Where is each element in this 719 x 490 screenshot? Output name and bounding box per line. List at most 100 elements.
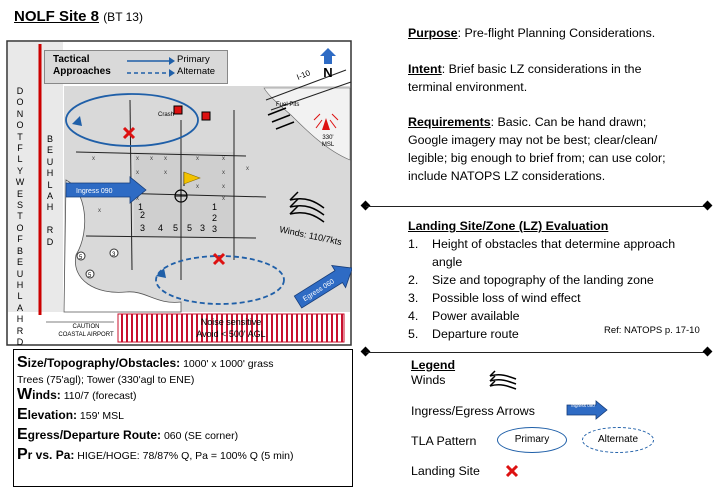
- spot-number: 3: [112, 252, 116, 258]
- landing-site-icon: [212, 252, 226, 266]
- north-arrow-icon: [320, 48, 336, 64]
- tactical-label-line1: Tactical: [53, 54, 90, 65]
- caution-box: [60, 322, 122, 340]
- list-item-text: Power available: [432, 309, 520, 323]
- lz-map: I-10 Fuel Pits Crash 1 2 3 4 5 5 3 1 2 3…: [6, 40, 352, 346]
- egress-line: Egress/Departure Route: 060 (SE corner): [17, 427, 239, 443]
- spot-number: 5: [79, 255, 83, 261]
- tower-icon: [322, 118, 330, 130]
- spot-number: 5: [88, 273, 92, 279]
- svg-text:x: x: [98, 208, 101, 214]
- no-fly-letter: D: [16, 86, 24, 96]
- egress-label-text: gress/Departure Route:: [27, 428, 162, 442]
- landing-site-icon: [122, 126, 136, 140]
- fuel-pit-1: [267, 107, 287, 116]
- legend-winds-label: Winds: [411, 373, 446, 387]
- fuel-pit-3: [275, 121, 295, 130]
- list-item-number: 5.: [408, 327, 419, 341]
- legend-landing-label: Landing Site: [411, 464, 480, 478]
- fuel-pits-label: Fuel Pits: [276, 102, 299, 108]
- svg-text:x: x: [196, 184, 199, 190]
- elevation-cap: E: [17, 406, 28, 423]
- crash-building-2: [201, 111, 211, 121]
- spot-marker: [76, 251, 86, 261]
- i10-road-2: [270, 81, 352, 111]
- list-item-number: 2.: [408, 273, 419, 287]
- approach-legend-labels: Primary Alternate: [177, 54, 215, 78]
- fuel-pit-2: [271, 114, 291, 123]
- purpose-text: : Pre-flight Planning Considerations.: [457, 26, 656, 40]
- elevation-label: levation:: [27, 408, 78, 422]
- pad-number: 1: [212, 202, 217, 212]
- svg-text:x: x: [222, 170, 225, 176]
- legend-title-text: Legend: [411, 358, 456, 372]
- list-item: 4. Power available: [408, 307, 698, 325]
- site-subtitle: (BT 13): [103, 10, 143, 24]
- wind-flag-icon: [183, 171, 201, 185]
- pattern-arrowhead: [72, 116, 82, 126]
- tactical-approaches-box: Tactical Approaches Primary Alternate: [44, 50, 228, 84]
- tactical-label-line2: Approaches: [53, 66, 111, 77]
- ingress-arrow-legend-label: Ingress 090: [571, 403, 595, 408]
- terrain-ne: [263, 87, 351, 161]
- spot-marker: [85, 269, 95, 279]
- purpose-block: Purpose: Pre-flight Planning Considerati…: [408, 24, 708, 42]
- road-3: [85, 235, 257, 239]
- ingress-arrow-legend-icon: [566, 400, 608, 420]
- svg-text:x: x: [92, 156, 95, 162]
- sweep-info-box: Size/Topography/Obstacles: 1000' x 1000'…: [13, 349, 353, 487]
- pad-number: 4: [158, 223, 163, 233]
- caution-line1: CAUTION: [73, 324, 100, 330]
- legend-arrows-label: Ingress/Egress Arrows: [411, 404, 535, 418]
- legend-tla-label: TLA Pattern: [411, 434, 477, 448]
- list-item: 2. Size and topography of the landing zon…: [408, 271, 698, 289]
- pattern-arrowhead: [156, 268, 166, 278]
- purpose-label: Purpose: [408, 26, 458, 40]
- list-item-number: 3.: [408, 291, 419, 305]
- size-cap: S: [17, 354, 28, 371]
- intent-label: Intent: [408, 62, 442, 76]
- pad-number: 3: [212, 224, 217, 234]
- spot-marker: [109, 248, 119, 258]
- tactical-label: Tactical Approaches: [53, 54, 111, 78]
- list-item-number: 4.: [408, 309, 419, 323]
- winds-value: 110/7 (forecast): [60, 390, 137, 402]
- winds-cap: W: [17, 386, 33, 403]
- svg-text:x: x: [136, 170, 139, 176]
- site-title: NOLF Site 8: [14, 8, 100, 25]
- requirements-label: Requirements: [408, 115, 491, 129]
- list-item: 5.Departure route: [408, 325, 698, 343]
- section-divider: [366, 352, 708, 353]
- pad-number: 2: [212, 213, 217, 223]
- size-line2: Trees (75'agl); Tower (330'agl to ENE): [17, 374, 195, 386]
- list-item-text: Size and topography of the landing zone: [432, 273, 654, 287]
- size-line: Size/Topography/Obstacles: 1000' x 1000'…: [17, 354, 274, 371]
- size-value: 1000' x 1000' grass: [180, 358, 274, 370]
- svg-text:x: x: [164, 156, 167, 162]
- primary-pattern-legend: Primary: [497, 427, 567, 453]
- requirements-text: : Basic. Can be hand drawn; Google image…: [408, 115, 666, 183]
- elevation-value: 159' MSL: [77, 410, 124, 422]
- lz-evaluation-title: Landing Site/Zone (LZ) Evaluation: [408, 219, 609, 233]
- alternate-approach-label: Alternate: [177, 66, 216, 77]
- alternate-pattern-legend: Alternate: [582, 427, 654, 453]
- tower-label: 330'MSL: [322, 135, 335, 148]
- winds-line: Winds: 110/7 (forecast): [17, 386, 137, 403]
- left-strip: [8, 42, 63, 312]
- svg-text:x: x: [246, 166, 249, 172]
- crash-building-1: [173, 105, 183, 115]
- list-item: 1.Height of obstacles that determine app…: [408, 235, 698, 271]
- i10-road: [265, 69, 347, 101]
- svg-text:x: x: [222, 196, 225, 202]
- svg-text:x: x: [164, 170, 167, 176]
- pr-value: HIGE/HOGE: 78/87% Q, Pa = 100% Q (5 min): [74, 450, 294, 462]
- noise-sensitive-band: [117, 313, 345, 343]
- pad-number: 5: [173, 223, 178, 233]
- legend-title: Legend: [411, 358, 455, 372]
- egress-value: 060 (SE corner): [161, 430, 239, 442]
- pad-number: 2: [140, 210, 145, 220]
- pad-number: 3: [140, 223, 145, 233]
- list-item-text: Possible loss of wind effect: [432, 291, 581, 305]
